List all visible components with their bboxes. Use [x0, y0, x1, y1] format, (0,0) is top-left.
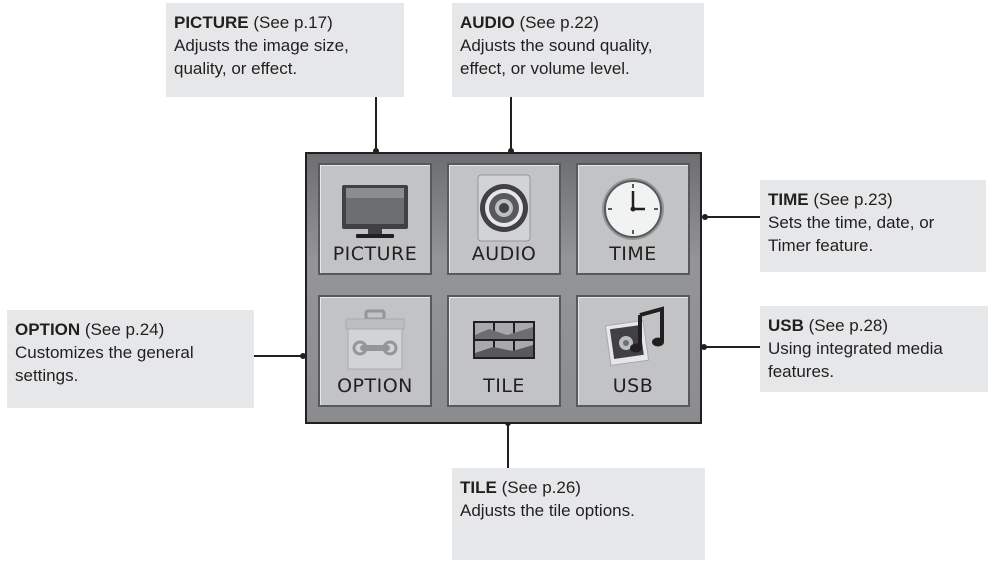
- picture-callout-title: PICTURE: [174, 13, 249, 32]
- tile-callout: TILE (See p.26) Adjusts the tile options…: [452, 468, 705, 560]
- time-callout-text: Sets the time, date, or Timer feature.: [768, 213, 935, 255]
- monitor-icon: [320, 173, 430, 243]
- menu-item-audio-label: AUDIO: [471, 243, 537, 265]
- usb-media-icon: [578, 305, 688, 375]
- menu-item-tile[interactable]: TILE: [447, 295, 561, 407]
- audio-leader-line: [510, 97, 512, 151]
- usb-callout-text: Using integrated media features.: [768, 339, 943, 381]
- menu-item-picture-label: PICTURE: [332, 243, 418, 265]
- option-leader-line: [254, 355, 304, 357]
- picture-leader-line: [375, 97, 377, 151]
- picture-leader-dot: [373, 148, 379, 154]
- tile-grid-icon: [449, 305, 559, 375]
- menu-item-option[interactable]: OPTION: [318, 295, 432, 407]
- audio-callout-text: Adjusts the sound quality, effect, or vo…: [460, 36, 653, 78]
- menu-item-tile-label: TILE: [483, 375, 525, 397]
- tile-callout-text: Adjusts the tile options.: [460, 501, 635, 520]
- menu-item-audio[interactable]: AUDIO: [447, 163, 561, 275]
- menu-item-usb[interactable]: USB: [576, 295, 690, 407]
- clock-icon: [578, 173, 688, 243]
- option-callout-text: Customizes the general settings.: [15, 343, 194, 385]
- audio-callout-title: AUDIO: [460, 13, 515, 32]
- audio-leader-dot: [508, 148, 514, 154]
- menu-item-picture[interactable]: PICTURE: [318, 163, 432, 275]
- audio-callout-ref: (See p.22): [514, 13, 599, 32]
- time-callout-title: TIME: [768, 190, 809, 209]
- option-leader-dot: [300, 353, 306, 359]
- usb-callout: USB (See p.28) Using integrated media fe…: [760, 306, 988, 392]
- menu-item-time-label: TIME: [609, 243, 657, 265]
- menu-item-usb-label: USB: [612, 375, 654, 397]
- option-callout: OPTION (See p.24) Customizes the general…: [7, 310, 254, 408]
- menu-item-time[interactable]: TIME: [576, 163, 690, 275]
- tile-leader-line: [507, 424, 509, 468]
- option-callout-title: OPTION: [15, 320, 81, 339]
- tile-callout-title: TILE: [460, 478, 497, 497]
- usb-leader-dot: [701, 344, 707, 350]
- tile-callout-ref: (See p.26): [496, 478, 581, 497]
- picture-callout: PICTURE (See p.17) Adjusts the image siz…: [166, 3, 404, 97]
- picture-callout-ref: (See p.17): [248, 13, 333, 32]
- menu-item-option-label: OPTION: [337, 375, 413, 397]
- time-leader-line: [704, 216, 760, 218]
- time-leader-dot: [702, 214, 708, 220]
- time-callout: TIME (See p.23) Sets the time, date, or …: [760, 180, 986, 272]
- usb-callout-ref: (See p.28): [803, 316, 889, 335]
- speaker-icon: [449, 173, 559, 243]
- time-callout-ref: (See p.23): [808, 190, 893, 209]
- option-callout-ref: (See p.24): [80, 320, 165, 339]
- usb-callout-title: USB: [768, 316, 804, 335]
- audio-callout: AUDIO (See p.22) Adjusts the sound quali…: [452, 3, 704, 97]
- main-menu-panel: PICTURE AUDIO: [305, 152, 702, 424]
- picture-callout-text: Adjusts the image size, quality, or effe…: [174, 36, 349, 78]
- toolbox-icon: [320, 305, 430, 375]
- usb-leader-line: [704, 346, 760, 348]
